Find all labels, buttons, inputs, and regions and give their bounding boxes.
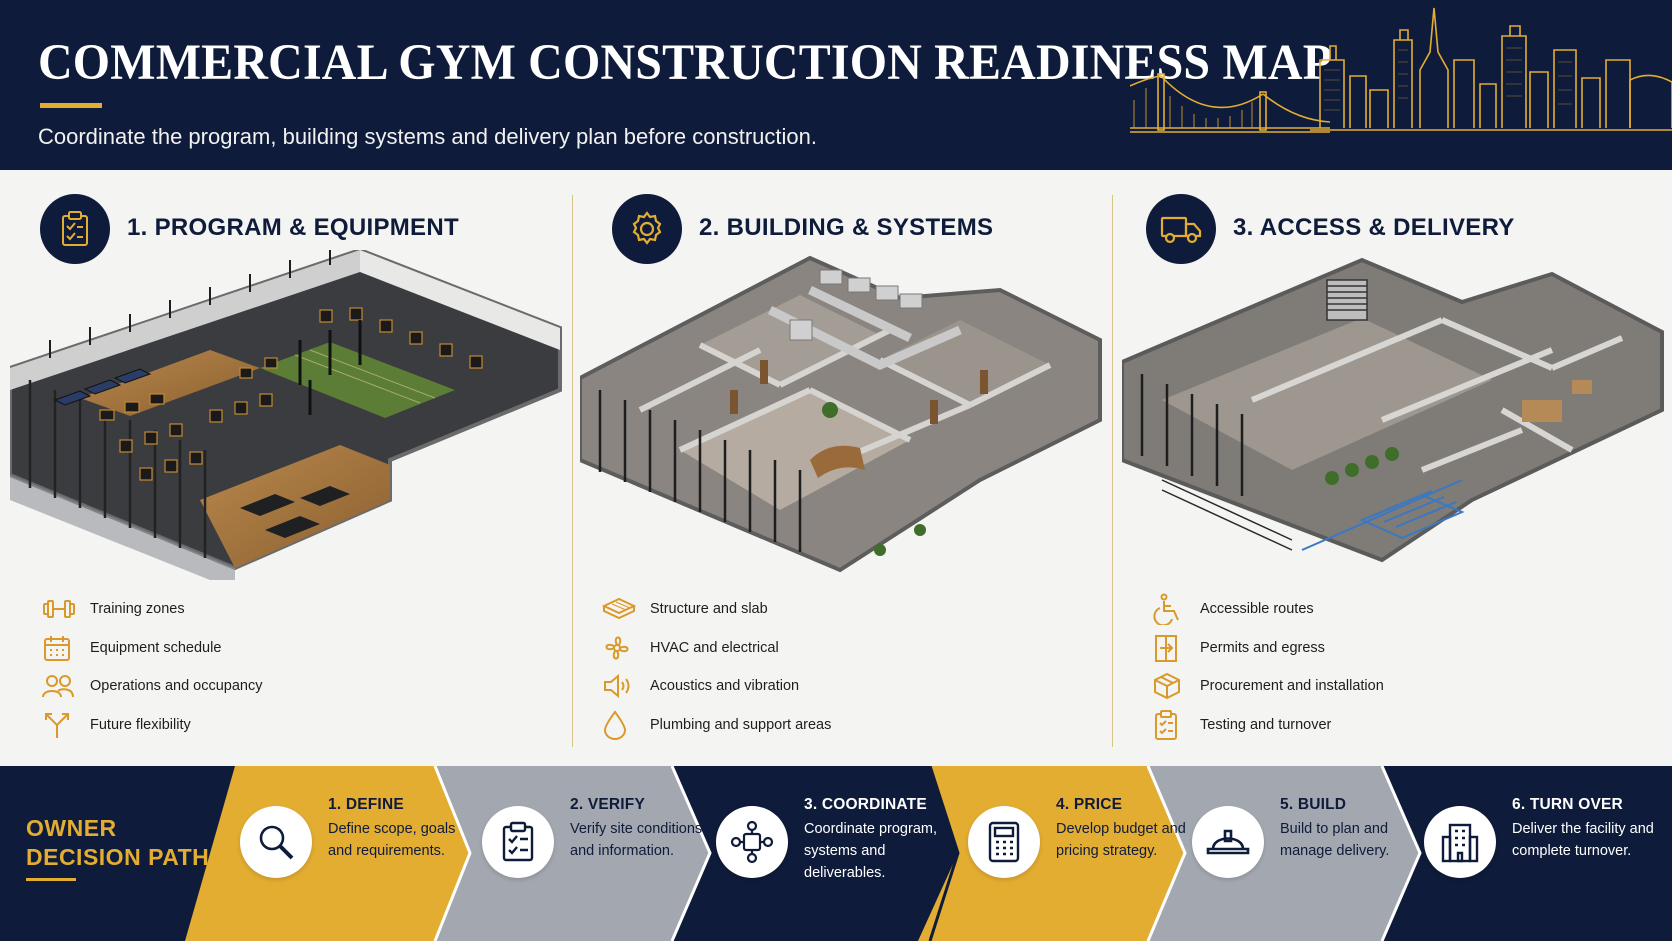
gear-icon <box>612 194 682 264</box>
magnifier-icon <box>240 806 312 878</box>
column-divider <box>1112 195 1113 747</box>
wheelchair-icon <box>1152 593 1188 626</box>
feature-label: Operations and occupancy <box>90 678 263 695</box>
column-title: 1. PROGRAM & EQUIPMENT <box>127 214 459 241</box>
clipboard-check-icon <box>482 806 554 878</box>
owner-decision-path: OWNER DECISION PATH 1. DEFINE Define sco… <box>0 766 1672 941</box>
gym-floor-plan-illustration <box>10 250 562 580</box>
people-icon <box>42 671 78 701</box>
column-access-delivery: 3. ACCESS & DELIVERY Acce <box>1112 170 1672 766</box>
building-systems-plan-illustration <box>580 255 1102 573</box>
decision-path-title: OWNER DECISION PATH <box>26 815 210 870</box>
step-build: 5. BUILD Build to plan and manage delive… <box>1192 796 1422 916</box>
list-item: Testing and turnover <box>1108 706 1384 745</box>
list-item: Future flexibility <box>42 706 263 745</box>
feature-label: HVAC and electrical <box>650 639 779 656</box>
step-description: Deliver the facility and complete turnov… <box>1512 821 1654 859</box>
feature-label: Accessible routes <box>1200 601 1314 618</box>
step-description: Develop budget and pricing strategy. <box>1056 821 1186 859</box>
calendar-icon <box>42 633 78 663</box>
column-title: 2. BUILDING & SYSTEMS <box>699 214 994 241</box>
column-building-systems: 2. BUILDING & SYSTEMS <box>572 170 1112 766</box>
feature-label: Permits and egress <box>1200 639 1325 656</box>
step-define: 1. DEFINE Define scope, goals and requir… <box>240 796 470 916</box>
hard-hat-icon <box>1192 806 1264 878</box>
exit-door-icon <box>1152 633 1188 663</box>
list-item: Operations and occupancy <box>42 667 263 706</box>
list-item: Plumbing and support areas <box>602 706 831 745</box>
checklist-icon <box>1152 709 1188 740</box>
water-drop-icon <box>602 710 638 740</box>
step-description: Verify site conditions and information. <box>570 821 703 859</box>
step-price: 4. PRICE Develop budget and pricing stra… <box>968 796 1198 916</box>
step-title: 1. DEFINE <box>328 796 404 813</box>
list-item: Permits and egress <box>1108 629 1384 668</box>
access-delivery-plan-illustration <box>1122 257 1664 563</box>
header-banner: COMMERCIAL GYM CONSTRUCTION READINESS MA… <box>0 0 1672 170</box>
feature-label: Acoustics and vibration <box>650 678 800 695</box>
column-divider <box>572 195 573 747</box>
page-title: COMMERCIAL GYM CONSTRUCTION READINESS MA… <box>38 35 1333 91</box>
fan-icon <box>602 633 638 663</box>
list-item: Procurement and installation <box>1108 667 1384 706</box>
list-item: Acoustics and vibration <box>602 667 831 706</box>
step-title: 6. TURN OVER <box>1512 796 1623 813</box>
speaker-icon <box>602 671 638 701</box>
feature-list: Structure and slab HVAC and electrical A… <box>602 590 831 744</box>
puzzle-network-icon <box>716 806 788 878</box>
feature-label: Training zones <box>90 601 185 618</box>
feature-list: Accessible routes Permits and egress Pro… <box>1108 590 1384 744</box>
decision-path-underline <box>26 878 76 881</box>
feature-label: Future flexibility <box>90 716 191 733</box>
step-coordinate: 3. COORDINATE Coordinate program, system… <box>716 796 946 916</box>
list-item: Training zones <box>42 590 263 629</box>
city-skyline-illustration <box>1130 7 1672 133</box>
step-description: Build to plan and manage delivery. <box>1280 821 1390 859</box>
step-title: 2. VERIFY <box>570 796 646 813</box>
step-title: 4. PRICE <box>1056 796 1123 813</box>
step-title: 3. COORDINATE <box>804 796 927 813</box>
step-description: Define scope, goals and requirements. <box>328 821 456 859</box>
feature-list: Training zones Equipment schedule Operat… <box>42 590 263 744</box>
column-title: 3. ACCESS & DELIVERY <box>1233 214 1515 241</box>
feature-label: Equipment schedule <box>90 639 222 656</box>
step-turn-over: 6. TURN OVER Deliver the facility and co… <box>1424 796 1654 916</box>
dumbbell-icon <box>42 594 78 624</box>
calculator-icon <box>968 806 1040 878</box>
step-description: Coordinate program, systems and delivera… <box>804 821 937 881</box>
step-title: 5. BUILD <box>1280 796 1347 813</box>
feature-label: Plumbing and support areas <box>650 716 832 733</box>
slab-icon <box>602 594 638 624</box>
column-program-equipment: 1. PROGRAM & EQUIPMENT <box>0 170 572 766</box>
decision-path-chevrons <box>185 766 1672 941</box>
feature-label: Structure and slab <box>650 601 768 618</box>
page-subtitle: Coordinate the program, building systems… <box>38 124 817 149</box>
feature-label: Procurement and installation <box>1200 678 1384 695</box>
list-item: Equipment schedule <box>42 629 263 668</box>
box-icon <box>1152 671 1188 701</box>
truck-icon <box>1146 194 1216 264</box>
title-underline <box>40 103 102 108</box>
step-verify: 2. VERIFY Verify site conditions and inf… <box>482 796 712 916</box>
branch-arrows-icon <box>42 710 78 740</box>
feature-label: Testing and turnover <box>1200 716 1332 733</box>
clipboard-check-icon <box>40 194 110 264</box>
building-icon <box>1424 806 1496 878</box>
list-item: Structure and slab <box>602 590 831 629</box>
list-item: Accessible routes <box>1108 590 1384 629</box>
list-item: HVAC and electrical <box>602 629 831 668</box>
